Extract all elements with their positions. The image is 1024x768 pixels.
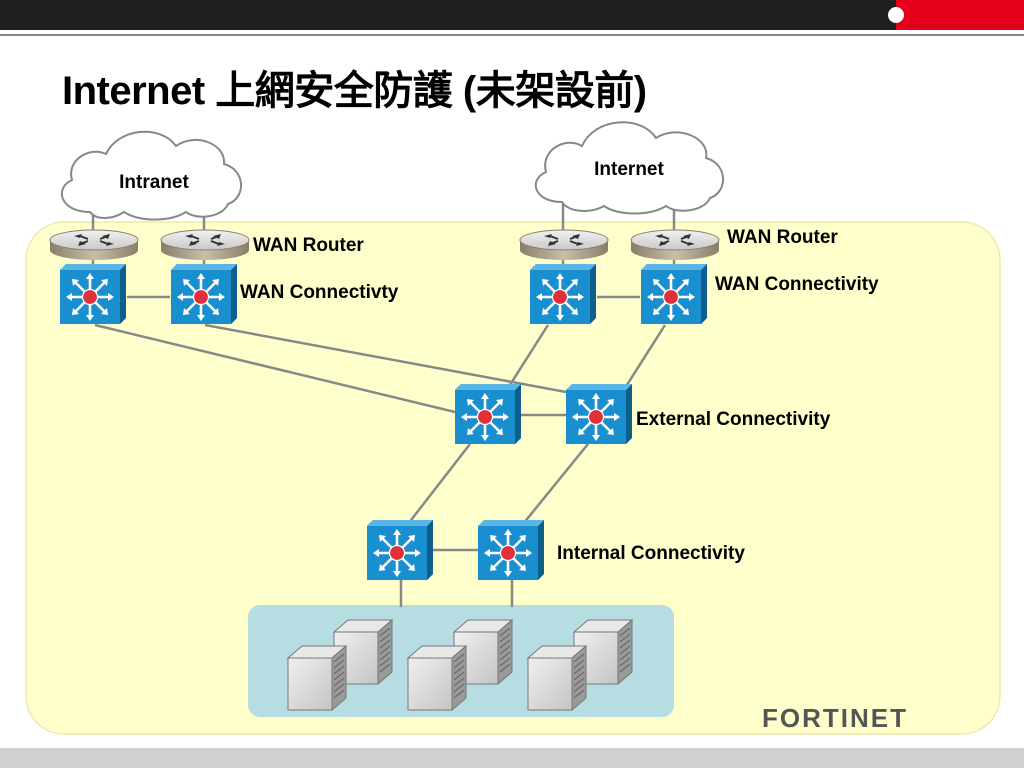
wan-router-4 — [630, 229, 720, 261]
external-switch-1 — [453, 382, 523, 446]
wan-connectivity-label-left: WAN Connectivty — [240, 282, 399, 303]
top-bar-accent — [896, 0, 1024, 30]
wan-router-2 — [160, 229, 250, 261]
internal-switch-2 — [476, 518, 546, 582]
server-2 — [287, 645, 347, 711]
wan-router-label-left: WAN Router — [253, 235, 364, 256]
top-bar — [0, 0, 1024, 30]
internet-cloud: Internet — [534, 121, 724, 215]
intranet-cloud: Intranet — [61, 130, 242, 221]
external-connectivity-label: External Connectivity — [636, 409, 831, 430]
top-bar-dot — [888, 7, 904, 23]
wan-connectivity-label-right: WAN Connectivity — [715, 274, 879, 295]
wan-router-1 — [49, 229, 139, 261]
top-divider — [0, 34, 1024, 36]
external-switch-2 — [564, 382, 634, 446]
server-6 — [527, 645, 587, 711]
intranet-label: Intranet — [119, 172, 189, 193]
wan-switch-1 — [58, 262, 128, 326]
internet-label: Internet — [594, 159, 664, 180]
internal-connectivity-label: Internal Connectivity — [557, 543, 745, 564]
wan-switch-4 — [639, 262, 709, 326]
wan-router-3 — [519, 229, 609, 261]
slide-title: Internet 上網安全防護 (未架設前) — [62, 69, 647, 113]
bottom-bar — [0, 748, 1024, 768]
wan-router-label-right: WAN Router — [727, 227, 838, 248]
wan-switch-3 — [528, 262, 598, 326]
wan-switch-2 — [169, 262, 239, 326]
server-4 — [407, 645, 467, 711]
internal-switch-1 — [365, 518, 435, 582]
fortinet-logo: FORTINET — [762, 703, 908, 733]
